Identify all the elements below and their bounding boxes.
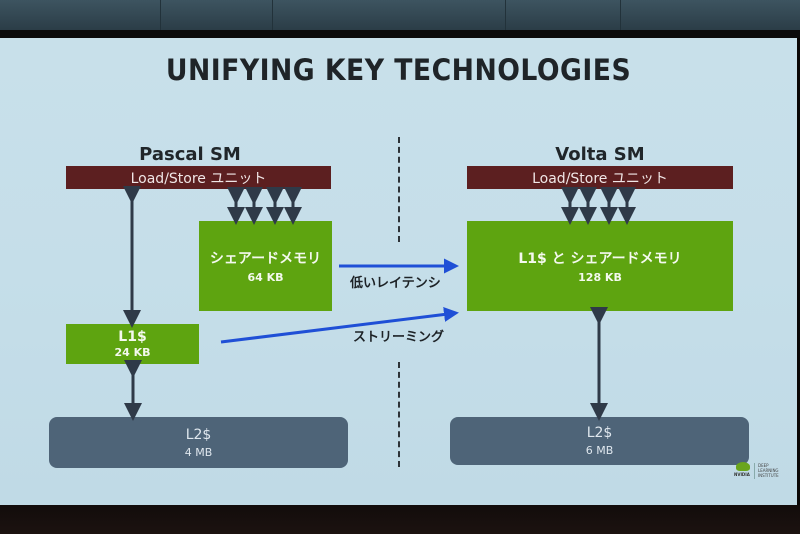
divider-bottom bbox=[398, 362, 400, 467]
room-floor bbox=[0, 505, 800, 534]
logo-separator bbox=[754, 463, 755, 479]
arrow-right-icon bbox=[220, 258, 459, 344]
streaming-label: ストリーミング bbox=[353, 330, 445, 345]
pascal-l2-cache: L2$ 4 MB bbox=[49, 417, 348, 468]
nvidia-wordmark: NVIDIA bbox=[734, 472, 750, 477]
nvidia-dli-logo: NVIDIA DEEP LEARNING INSTITUTE bbox=[734, 462, 794, 482]
volta-l2-cache: L2$ 6 MB bbox=[450, 417, 749, 465]
dli-line-3: INSTITUTE bbox=[758, 473, 779, 478]
volta-load-store-unit: Load/Store ユニット bbox=[467, 166, 733, 189]
ceiling bbox=[0, 0, 800, 30]
volta-unified-size: 128 KB bbox=[578, 271, 622, 284]
volta-sm-label: Volta SM bbox=[555, 144, 645, 165]
screen-bezel bbox=[0, 30, 800, 38]
volta-l2-size: 6 MB bbox=[585, 444, 614, 457]
dli-line-1: DEEP bbox=[758, 463, 769, 468]
dli-text: DEEP LEARNING INSTITUTE bbox=[758, 463, 779, 478]
pascal-l1-size: 24 KB bbox=[114, 346, 151, 359]
volta-unified-l1-shared-memory: L1$ と シェアードメモリ 128 KB bbox=[467, 221, 733, 311]
pascal-l2-name: L2$ bbox=[185, 426, 212, 443]
volta-unified-name: L1$ と シェアードメモリ bbox=[518, 251, 682, 267]
pascal-shared-memory: シェアードメモリ 64 KB bbox=[199, 221, 332, 311]
pascal-load-store-unit: Load/Store ユニット bbox=[66, 166, 331, 189]
slide-title: UNIFYING KEY TECHNOLOGIES bbox=[165, 53, 632, 87]
ceiling-seam bbox=[272, 0, 273, 30]
volta-l2-name: L2$ bbox=[586, 425, 613, 441]
dli-line-2: LEARNING bbox=[758, 468, 779, 473]
double-arrow-vertical-icon bbox=[123, 186, 636, 421]
nvidia-eye-icon bbox=[736, 462, 750, 471]
pascal-sm-label: Pascal SM bbox=[139, 144, 241, 165]
pascal-l1-name: L1$ bbox=[118, 329, 147, 345]
low-latency-label: 低いレイテンシ bbox=[350, 276, 441, 291]
divider-top bbox=[398, 137, 400, 242]
ceiling-seam bbox=[505, 0, 506, 30]
ceiling-seam bbox=[160, 0, 161, 30]
pascal-l1-cache: L1$ 24 KB bbox=[66, 324, 199, 364]
pascal-shared-memory-name: シェアードメモリ bbox=[209, 251, 322, 267]
ceiling-seam bbox=[620, 0, 621, 30]
pascal-l2-size: 4 MB bbox=[184, 445, 213, 459]
pascal-shared-memory-size: 64 KB bbox=[247, 271, 284, 284]
